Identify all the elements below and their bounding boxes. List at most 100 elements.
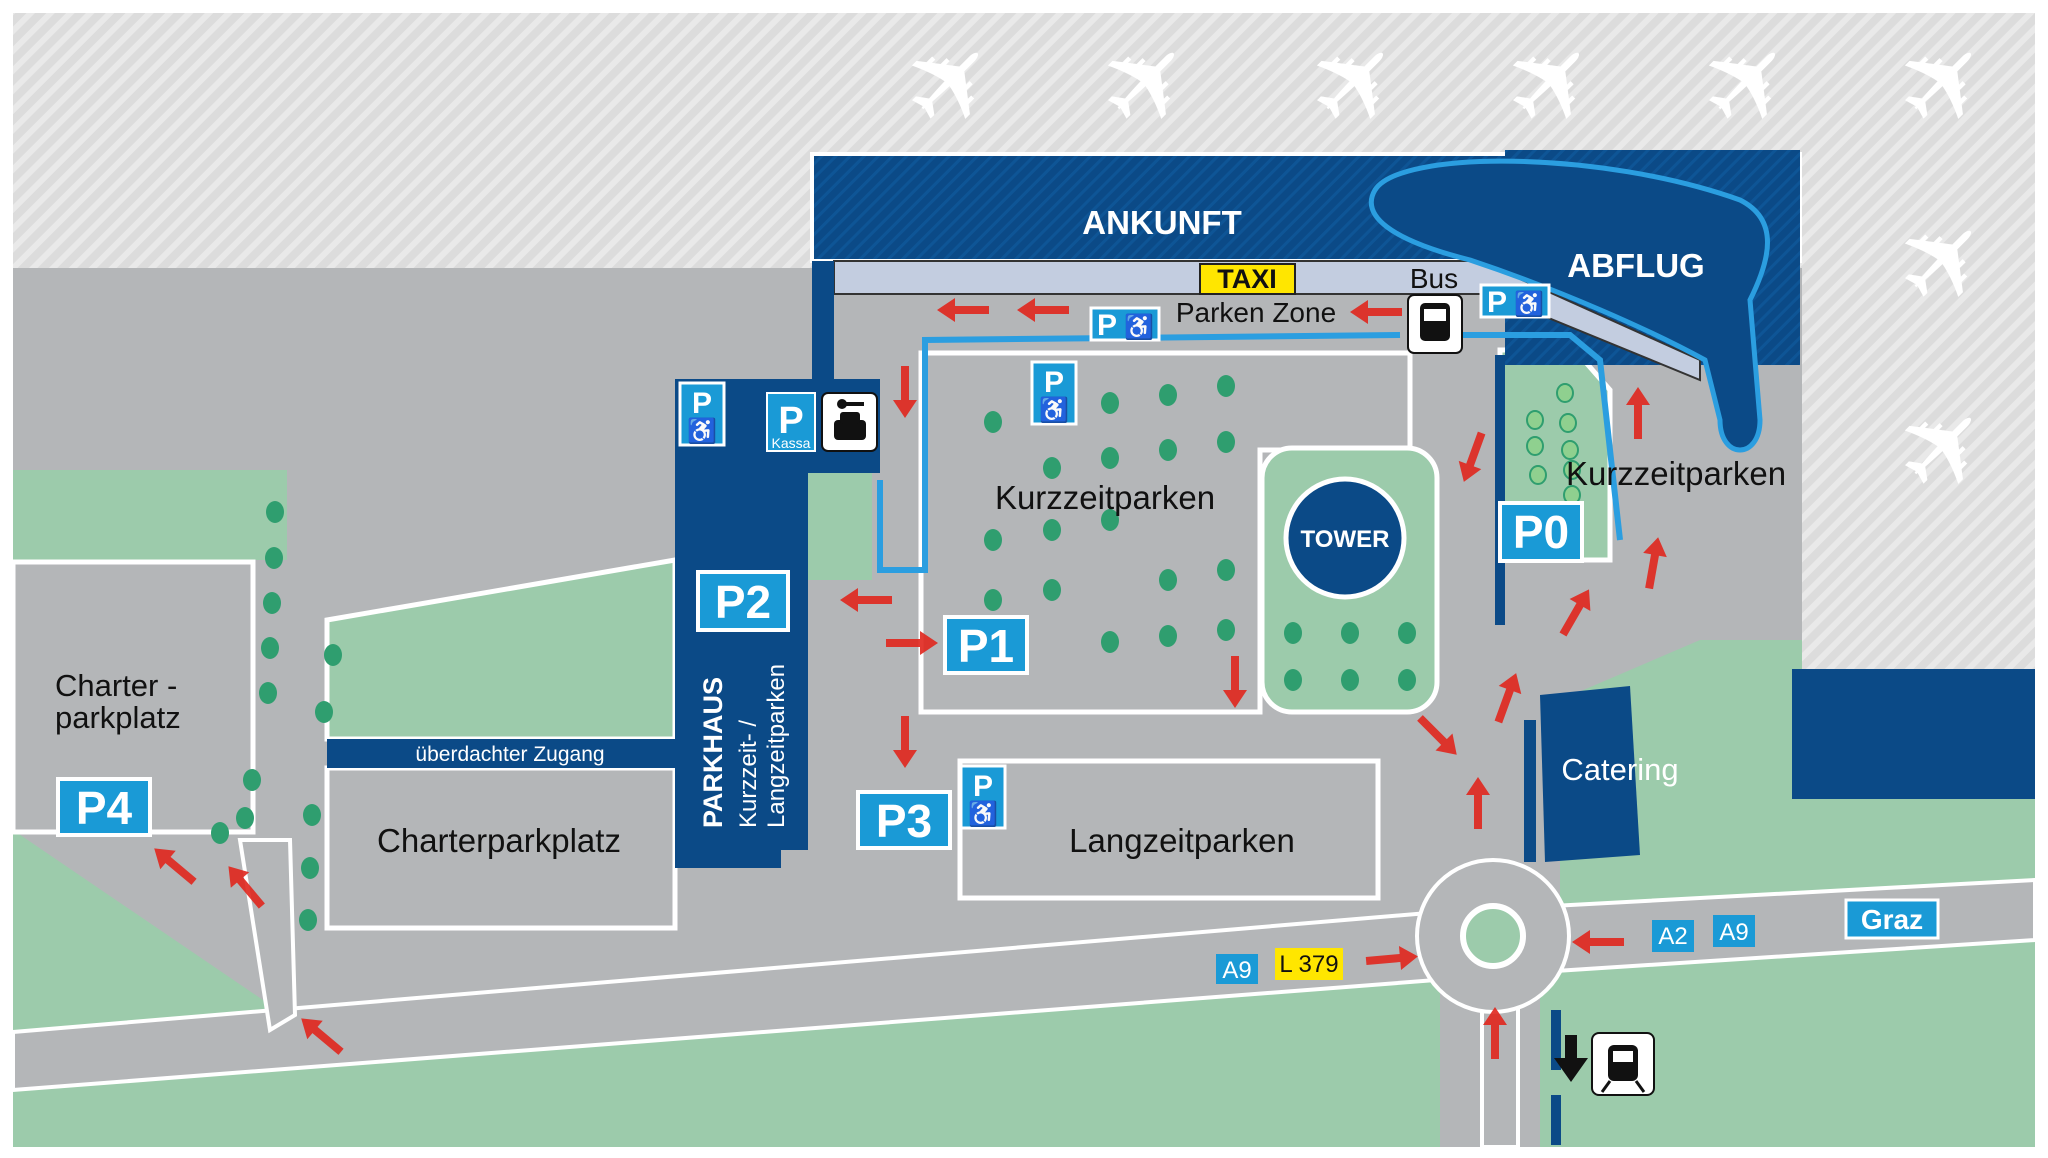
lot-charterparkplatz bbox=[324, 765, 678, 931]
tree bbox=[1101, 392, 1119, 414]
tree bbox=[1043, 519, 1061, 541]
blue-kerb-line bbox=[877, 332, 1401, 573]
apron-right bbox=[1802, 13, 2035, 669]
tree bbox=[984, 529, 1002, 551]
traffic-arrow bbox=[1626, 387, 1650, 439]
wheelchair-icon: ♿ bbox=[1124, 313, 1154, 341]
tree bbox=[261, 637, 279, 659]
catering-label: Catering bbox=[1561, 752, 1678, 787]
accessible-parking-sign: P♿ bbox=[678, 381, 726, 447]
tree bbox=[1529, 465, 1547, 485]
graz-sign bbox=[1844, 898, 1940, 940]
parking-zone-label: Parken Zone bbox=[1176, 297, 1336, 328]
a2-sign bbox=[1652, 920, 1694, 952]
tree bbox=[1561, 440, 1579, 460]
p4-sign[interactable]: P4 bbox=[56, 777, 152, 837]
a9-east-sign bbox=[1713, 915, 1755, 947]
tower-label: TOWER bbox=[1301, 526, 1390, 553]
parkhaus-subtitle-1: Kurzzeit- / bbox=[735, 720, 762, 828]
p0-code: P0 bbox=[1513, 506, 1569, 558]
bus-lane-divider bbox=[1495, 355, 1505, 625]
catering-building bbox=[1540, 686, 1640, 862]
p1-code: P1 bbox=[958, 620, 1014, 672]
tree bbox=[1284, 622, 1302, 644]
covered-access-label: überdachter Zugang bbox=[415, 743, 604, 766]
tree bbox=[1217, 619, 1235, 641]
taxi-sign bbox=[1199, 263, 1296, 295]
kassa-p: P bbox=[778, 400, 803, 442]
traffic-arrow bbox=[1494, 673, 1522, 724]
taxi-label: TAXI bbox=[1217, 264, 1277, 294]
a9-east-label: A9 bbox=[1719, 919, 1748, 946]
parking-pay-station[interactable]: P Kassa bbox=[766, 392, 816, 452]
parking-p-letter: P bbox=[1044, 366, 1064, 399]
car-rental-key-icon bbox=[821, 392, 878, 452]
parking-p-letter: P bbox=[1487, 286, 1507, 319]
p1-sign[interactable]: P1 bbox=[943, 615, 1029, 675]
graz-label: Graz bbox=[1861, 904, 1923, 935]
traffic-arrow bbox=[154, 848, 197, 885]
tree bbox=[1217, 431, 1235, 453]
p0-label: Kurzzeitparken bbox=[1566, 455, 1786, 492]
tree bbox=[1043, 579, 1061, 601]
traffic-arrow bbox=[301, 1018, 344, 1055]
tree bbox=[243, 769, 261, 791]
tree bbox=[1159, 625, 1177, 647]
traffic-arrow bbox=[1350, 300, 1402, 324]
traffic-arrow bbox=[893, 716, 917, 768]
tree bbox=[1101, 447, 1119, 469]
tree bbox=[984, 411, 1002, 433]
tree bbox=[1526, 436, 1544, 456]
roundabout-island bbox=[1460, 903, 1526, 969]
p3-code: P3 bbox=[876, 795, 932, 847]
tree bbox=[211, 822, 229, 844]
p2-sign[interactable]: P2 bbox=[696, 570, 790, 632]
tree bbox=[263, 592, 281, 614]
charterparkplatz-label: Charterparkplatz bbox=[377, 822, 621, 859]
traffic-arrows bbox=[154, 298, 1667, 1059]
train-station-icon bbox=[1591, 1032, 1655, 1096]
traffic-arrow bbox=[1417, 715, 1457, 755]
green-area-left-bottom bbox=[13, 830, 285, 1040]
a9-west-label: A9 bbox=[1222, 957, 1251, 984]
tree bbox=[984, 589, 1002, 611]
traffic-arrow bbox=[1466, 777, 1490, 829]
wheelchair-icon: ♿ bbox=[1039, 396, 1069, 424]
tree bbox=[1341, 669, 1359, 691]
departures-label: ABFLUG bbox=[1567, 247, 1704, 284]
p3-sign[interactable]: P3 bbox=[856, 790, 952, 850]
green-area-left-top bbox=[13, 470, 287, 560]
tree bbox=[301, 857, 319, 879]
blue-kerb-line-right bbox=[1460, 332, 1623, 541]
l379-label: L 379 bbox=[1279, 951, 1338, 978]
traffic-arrow bbox=[937, 298, 989, 322]
tree bbox=[236, 807, 254, 829]
l379-sign bbox=[1275, 948, 1343, 980]
tree bbox=[1284, 669, 1302, 691]
p0-sign[interactable]: P0 bbox=[1498, 501, 1584, 563]
bus-stop-sign[interactable] bbox=[1407, 294, 1463, 354]
tree bbox=[1341, 622, 1359, 644]
catering-edge bbox=[1524, 720, 1536, 862]
traffic-arrow bbox=[228, 866, 265, 909]
p4-label-line2: parkplatz bbox=[55, 700, 181, 735]
green-area-centre bbox=[808, 470, 872, 580]
tree bbox=[1526, 410, 1544, 430]
tree bbox=[266, 501, 284, 523]
departures-hall bbox=[1368, 158, 1770, 453]
parking-p-letter: P bbox=[692, 387, 712, 420]
p4-code: P4 bbox=[76, 782, 133, 834]
tree bbox=[1217, 375, 1235, 397]
bus-label: Bus bbox=[1410, 263, 1458, 294]
wheelchair-icon: ♿ bbox=[687, 417, 717, 445]
accessible-parking-sign: P♿ bbox=[1479, 283, 1551, 319]
tree bbox=[324, 644, 342, 666]
traffic-arrow bbox=[1572, 930, 1624, 954]
bus-icon-window bbox=[1424, 309, 1446, 321]
parking-p-letter: P bbox=[973, 770, 993, 803]
lot-p1 bbox=[918, 350, 1413, 715]
tree bbox=[259, 682, 277, 704]
p2-connector bbox=[812, 261, 834, 391]
traffic-arrow bbox=[1365, 946, 1418, 970]
